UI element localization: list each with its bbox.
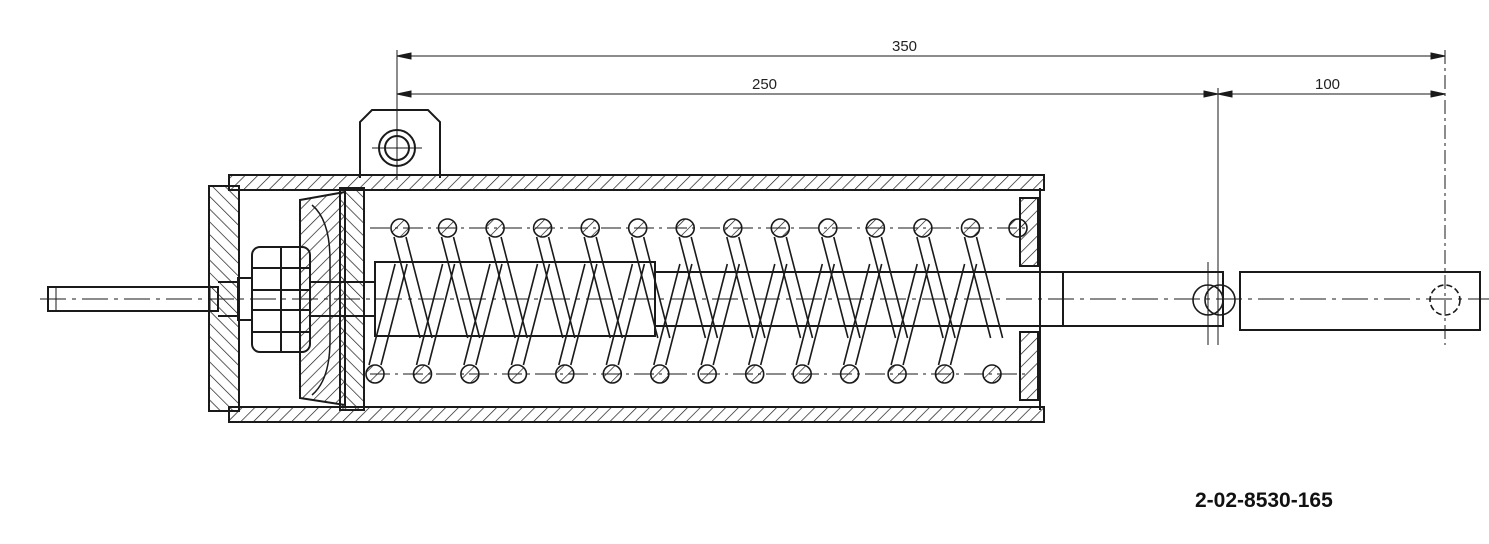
top-coil-section <box>532 218 553 238</box>
top-coil-section <box>627 218 648 238</box>
bottom-coil-wire <box>795 263 836 366</box>
bottom-coil-section <box>792 364 813 384</box>
bottom-coil-section <box>744 364 765 384</box>
bottom-coil-wire <box>605 263 646 366</box>
top-coil-wire <box>916 236 956 339</box>
top-coil-section <box>722 218 743 238</box>
bottom-coil-wire <box>415 263 456 366</box>
top-coil-section <box>580 218 601 238</box>
bottom-coil-wire <box>368 263 408 366</box>
cylinder-housing <box>208 174 1045 423</box>
rod-end-eyes <box>1192 262 1461 345</box>
top-coil-section <box>390 218 410 238</box>
bottom-coil-section <box>412 364 433 384</box>
bottom-coil-wire <box>653 263 693 366</box>
bottom-coil-section <box>649 364 670 384</box>
end-cap <box>1019 188 1041 410</box>
spring-centre-lines <box>370 227 1025 375</box>
bottom-coil-section <box>602 364 623 384</box>
spring-coils-top <box>390 218 1028 339</box>
dimension-lines <box>396 50 1446 345</box>
drawing-number: 2-02-8530-165 <box>1195 489 1333 512</box>
bottom-coil-wire <box>937 263 978 366</box>
top-coil-section <box>960 218 981 238</box>
bottom-coil-section <box>507 364 528 384</box>
mounting-lug <box>359 109 441 178</box>
top-coil-wire <box>393 236 433 339</box>
bottom-coil-wire <box>463 263 503 366</box>
bottom-coil-wire <box>747 263 788 366</box>
bottom-coil-wire <box>558 263 598 366</box>
top-coil-section <box>437 218 458 238</box>
top-coil-wire <box>963 236 1004 339</box>
spring-coils-bottom <box>365 263 1002 384</box>
bottom-coil-section <box>982 364 1002 384</box>
bottom-coil-wire <box>890 263 930 366</box>
top-coil-section <box>485 218 505 238</box>
bottom-coil-section <box>697 364 718 384</box>
bottom-coil-section <box>460 364 480 384</box>
bottom-coil-wire <box>510 263 551 366</box>
bottom-coil-wire <box>700 263 741 366</box>
top-coil-section <box>913 218 933 238</box>
dimension-250: 250 <box>752 76 777 93</box>
top-coil-section <box>865 218 886 238</box>
dimension-350: 350 <box>892 38 917 55</box>
bottom-coil-section <box>839 364 860 384</box>
top-coil-section <box>1008 218 1028 238</box>
top-coil-section <box>817 218 838 238</box>
bottom-coil-section <box>887 364 907 384</box>
dimension-100: 100 <box>1315 76 1340 93</box>
top-coil-section <box>675 218 696 238</box>
top-coil-section <box>770 218 791 238</box>
bottom-coil-section <box>934 364 955 384</box>
bottom-coil-wire <box>842 263 883 366</box>
bottom-coil-section <box>365 364 385 384</box>
bottom-coil-section <box>554 364 575 384</box>
